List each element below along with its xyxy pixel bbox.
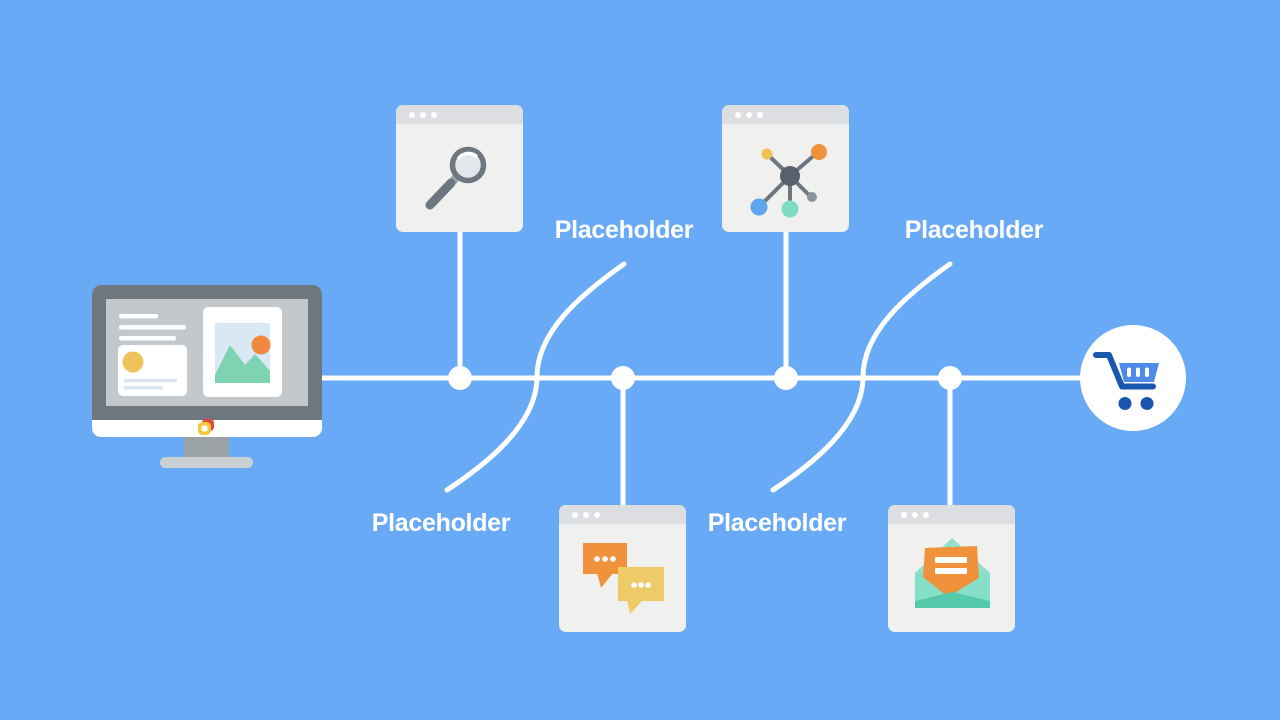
window-dot bbox=[409, 111, 415, 118]
email-icon bbox=[915, 538, 990, 608]
window-dot bbox=[757, 111, 763, 118]
window-dot bbox=[583, 511, 589, 518]
window-dot bbox=[594, 511, 600, 518]
s-curve-2 bbox=[770, 261, 953, 493]
brand-logo-icon bbox=[198, 419, 214, 435]
window-dot bbox=[746, 111, 752, 118]
browser-window-search bbox=[396, 105, 523, 232]
timeline-node-4 bbox=[938, 366, 962, 390]
browser-window-network bbox=[722, 105, 849, 232]
cart-icon bbox=[1093, 352, 1159, 410]
chat-icon bbox=[583, 543, 664, 614]
timeline-node-3 bbox=[774, 366, 798, 390]
placeholder-label-bottom-left: Placeholder bbox=[371, 509, 511, 537]
shopping-cart-badge bbox=[1080, 325, 1186, 431]
window-dot bbox=[431, 111, 437, 118]
webpage-content bbox=[118, 307, 282, 397]
window-dot bbox=[912, 511, 918, 518]
monitor-stand bbox=[184, 437, 229, 459]
image-placeholder bbox=[215, 323, 271, 383]
monitor-icon bbox=[92, 285, 322, 468]
window-header bbox=[559, 505, 686, 524]
placeholder-label-bottom-right: Placeholder bbox=[707, 509, 847, 537]
search-icon bbox=[425, 146, 487, 210]
window-dot bbox=[923, 511, 929, 518]
s-curve-1 bbox=[444, 261, 627, 493]
browser-window-chat bbox=[559, 505, 686, 632]
placeholder-label-top-right: Placeholder bbox=[904, 216, 1044, 244]
timeline-node-2 bbox=[611, 366, 635, 390]
window-header bbox=[888, 505, 1015, 524]
window-dot bbox=[735, 111, 741, 118]
timeline-node-1 bbox=[448, 366, 472, 390]
window-header bbox=[396, 105, 523, 124]
placeholder-label-top-left: Placeholder bbox=[554, 216, 694, 244]
browser-window-email bbox=[888, 505, 1015, 632]
monitor-base bbox=[160, 457, 253, 468]
window-dot bbox=[901, 511, 907, 518]
window-dot bbox=[420, 111, 426, 118]
window-header bbox=[722, 105, 849, 124]
window-dot bbox=[572, 511, 578, 518]
network-icon bbox=[750, 144, 827, 218]
desktop-monitor bbox=[92, 285, 322, 470]
